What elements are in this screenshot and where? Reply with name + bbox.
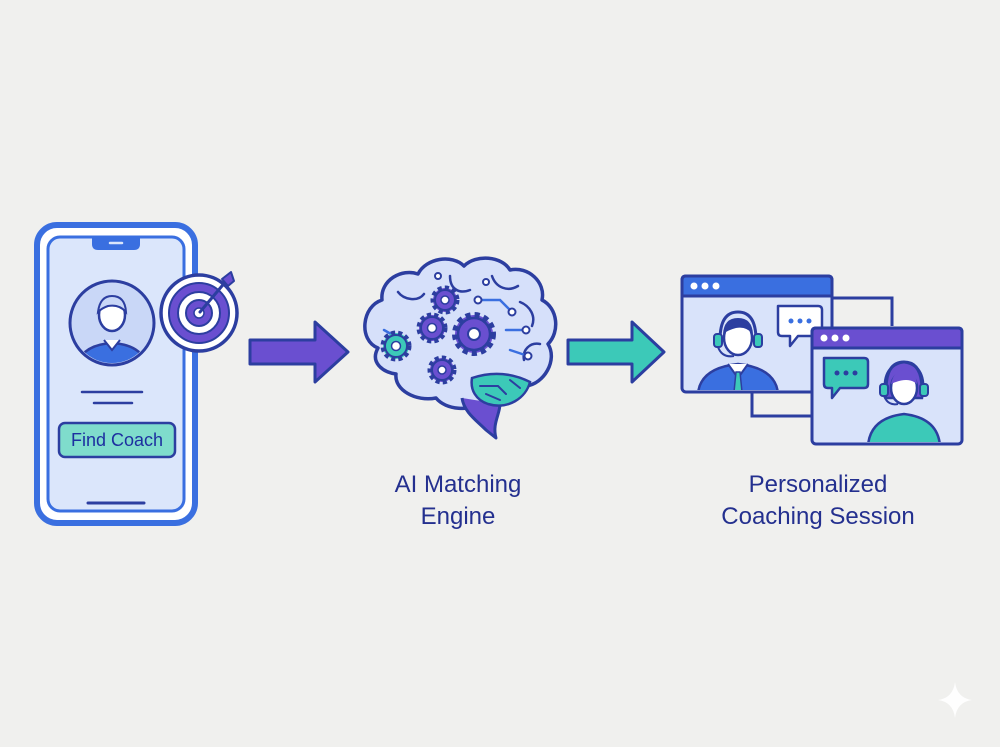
target-icon <box>159 271 239 353</box>
arrow-right-icon <box>566 320 666 384</box>
video-call-icon <box>680 274 964 446</box>
chat-bubble-icon <box>822 356 870 400</box>
brain-gears-icon <box>363 256 558 440</box>
coach-male-icon <box>697 362 779 390</box>
arrow-right-icon <box>248 320 350 384</box>
gear-icon <box>380 330 412 362</box>
find-coach-button-label: Find Coach <box>71 430 163 450</box>
coach-female-icon <box>867 412 941 442</box>
step-label-session-line1: Personalized <box>749 471 888 498</box>
gear-icon <box>452 312 496 356</box>
gear-icon <box>416 312 448 344</box>
step-label-matching-line1: AI Matching <box>395 471 522 498</box>
divider-lines <box>80 390 144 405</box>
step-label-session-line2: Coaching Session <box>721 503 914 530</box>
find-coach-button[interactable]: Find Coach <box>57 421 177 459</box>
sparkle-icon <box>938 682 972 718</box>
user-avatar-icon <box>68 279 156 367</box>
step-label-matching-line2: Engine <box>421 503 496 530</box>
smartphone-icon <box>34 222 198 526</box>
gear-icon <box>427 355 457 385</box>
gear-icon <box>430 285 460 315</box>
